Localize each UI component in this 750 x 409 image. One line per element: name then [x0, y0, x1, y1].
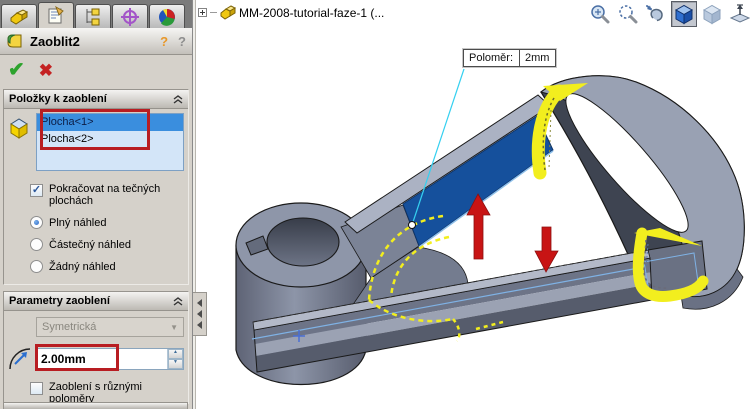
- fillet-profile-dropdown[interactable]: Symetrická ▼: [36, 317, 184, 337]
- rotate-view-icon: [646, 5, 663, 22]
- radio-partial-preview[interactable]: Částečný náhled: [30, 238, 184, 251]
- tangent-propagation-label: Pokračovat na tečných plochách: [49, 183, 161, 207]
- help-icon[interactable]: ?: [178, 33, 186, 49]
- arrow-up: [466, 193, 491, 260]
- tab-displaymanager[interactable]: [149, 4, 185, 28]
- tab-propertymanager[interactable]: [38, 2, 74, 28]
- collapse-chevron-icon[interactable]: [173, 296, 183, 306]
- part-icon: [220, 5, 236, 20]
- tab-dimxpertmanager[interactable]: [112, 4, 148, 28]
- manager-tabbar: [0, 0, 192, 28]
- panel-splitter-handle[interactable]: [193, 292, 207, 336]
- next-group-header-clipped: [3, 402, 188, 409]
- feature-title: Zaoblit2: [30, 33, 80, 49]
- list-item-selected[interactable]: Plocha<1>: [37, 114, 183, 131]
- callout-label: Poloměr:: [469, 52, 514, 64]
- fillet-items-listbox[interactable]: Plocha<1> Plocha<2>: [36, 113, 184, 171]
- selected-face-plocha1[interactable]: [402, 115, 554, 247]
- propertymanager-panel: Zaoblit2 ? ? ✔ ✖ Položky k zaoblení: [0, 0, 193, 409]
- radio-off-icon[interactable]: [30, 238, 43, 251]
- configurationmanager-icon: [86, 8, 100, 26]
- dimxpertmanager-icon: [121, 7, 139, 26]
- list-item[interactable]: Plocha<2>: [41, 133, 94, 145]
- displaymanager-icon: [159, 8, 175, 26]
- dropdown-arrow-icon: ▼: [170, 322, 178, 332]
- shaded-with-edges-button[interactable]: [671, 1, 697, 27]
- graphics-area[interactable]: MM-2008-tutorial-faze-1 (... Poloměr: 2m…: [196, 0, 750, 409]
- propertymanager-icon: [48, 6, 64, 24]
- ring-boss[interactable]: [539, 75, 745, 310]
- group-params-header[interactable]: Parametry zaoblení: [4, 292, 188, 311]
- collapse-left-icon: [197, 321, 202, 329]
- callout-leader: [408, 68, 465, 229]
- zoom-to-fit-button[interactable]: [587, 1, 613, 27]
- shaded-button[interactable]: [699, 1, 725, 27]
- spinner-up-icon[interactable]: ▲: [168, 349, 183, 359]
- collapse-left-icon: [197, 310, 202, 318]
- view-toolbar: [587, 1, 750, 27]
- zoom-to-area-button[interactable]: [615, 1, 641, 27]
- radius-icon: [9, 348, 31, 370]
- keyway: [245, 235, 269, 256]
- tab-featuremanager-tree[interactable]: [1, 4, 37, 28]
- radius-spinner[interactable]: ▲ ▼: [167, 349, 183, 369]
- group-items-header[interactable]: Položky k zaoblení: [4, 90, 188, 109]
- collapse-left-icon: [197, 299, 202, 307]
- radio-full-preview[interactable]: Plný náhled: [30, 216, 184, 229]
- tab-configurationmanager[interactable]: [75, 4, 111, 28]
- arrow-down: [534, 226, 559, 273]
- lower-arm[interactable]: [251, 240, 708, 373]
- model-viewport[interactable]: [196, 0, 750, 409]
- rotate-view-button[interactable]: [643, 1, 669, 27]
- section-view-icon: [729, 4, 750, 23]
- radius-value[interactable]: 2.00mm: [41, 352, 86, 366]
- featuremanager-flyout[interactable]: MM-2008-tutorial-faze-1 (...: [198, 5, 384, 20]
- radio-on-icon[interactable]: [30, 216, 43, 229]
- group-fillet-parameters: Parametry zaoblení Symetrická ▼: [3, 291, 189, 405]
- tangent-edge-dashed: [252, 249, 649, 323]
- cancel-button[interactable]: ✖: [38, 60, 54, 80]
- confirm-bar: ✔ ✖: [0, 55, 192, 85]
- callout-value[interactable]: 2mm: [525, 52, 550, 64]
- origin-marker: [293, 330, 305, 342]
- fillet-direction-arrows: [466, 193, 559, 273]
- quick-tip-icon[interactable]: ?: [160, 33, 169, 49]
- zoom-to-fit-icon: [591, 5, 610, 24]
- shaded-with-edges-icon: [674, 4, 694, 25]
- checkbox-unchecked-icon[interactable]: ✓: [30, 382, 43, 395]
- checkbox-checked-icon[interactable]: ✓: [30, 184, 43, 197]
- edge-selection-cube-icon: [10, 118, 28, 139]
- panel-border: [193, 0, 196, 409]
- upper-arm[interactable]: [340, 94, 554, 279]
- featuremanager-tree-icon: [10, 8, 29, 25]
- fillet-preview-highlights: [367, 83, 709, 342]
- radius-input[interactable]: 2.00mm ▲ ▼: [36, 348, 184, 370]
- radio-off-icon[interactable]: [30, 260, 43, 273]
- feature-header: Zaoblit2 ? ?: [0, 28, 192, 55]
- fillet-feature-icon: [7, 34, 22, 47]
- collapse-chevron-icon[interactable]: [173, 94, 183, 104]
- tangent-propagation-row[interactable]: ✓ Pokračovat na tečných plochách: [30, 183, 180, 207]
- tree-item-label[interactable]: MM-2008-tutorial-faze-1 (...: [239, 5, 385, 20]
- zoom-to-area-icon: [619, 5, 638, 24]
- group-items-to-fillet: Položky k zaoblení Plocha<1> Plocha<2>: [3, 89, 189, 285]
- radius-callout[interactable]: Poloměr: 2mm: [463, 49, 557, 67]
- highlighted-edge: [251, 266, 645, 340]
- section-view-button[interactable]: [727, 1, 750, 27]
- radio-no-preview[interactable]: Žádný náhled: [30, 260, 184, 273]
- shaded-icon: [702, 4, 722, 25]
- ok-button[interactable]: ✔: [8, 59, 25, 81]
- spinner-down-icon[interactable]: ▼: [168, 359, 183, 369]
- tree-expand-icon[interactable]: [198, 8, 207, 17]
